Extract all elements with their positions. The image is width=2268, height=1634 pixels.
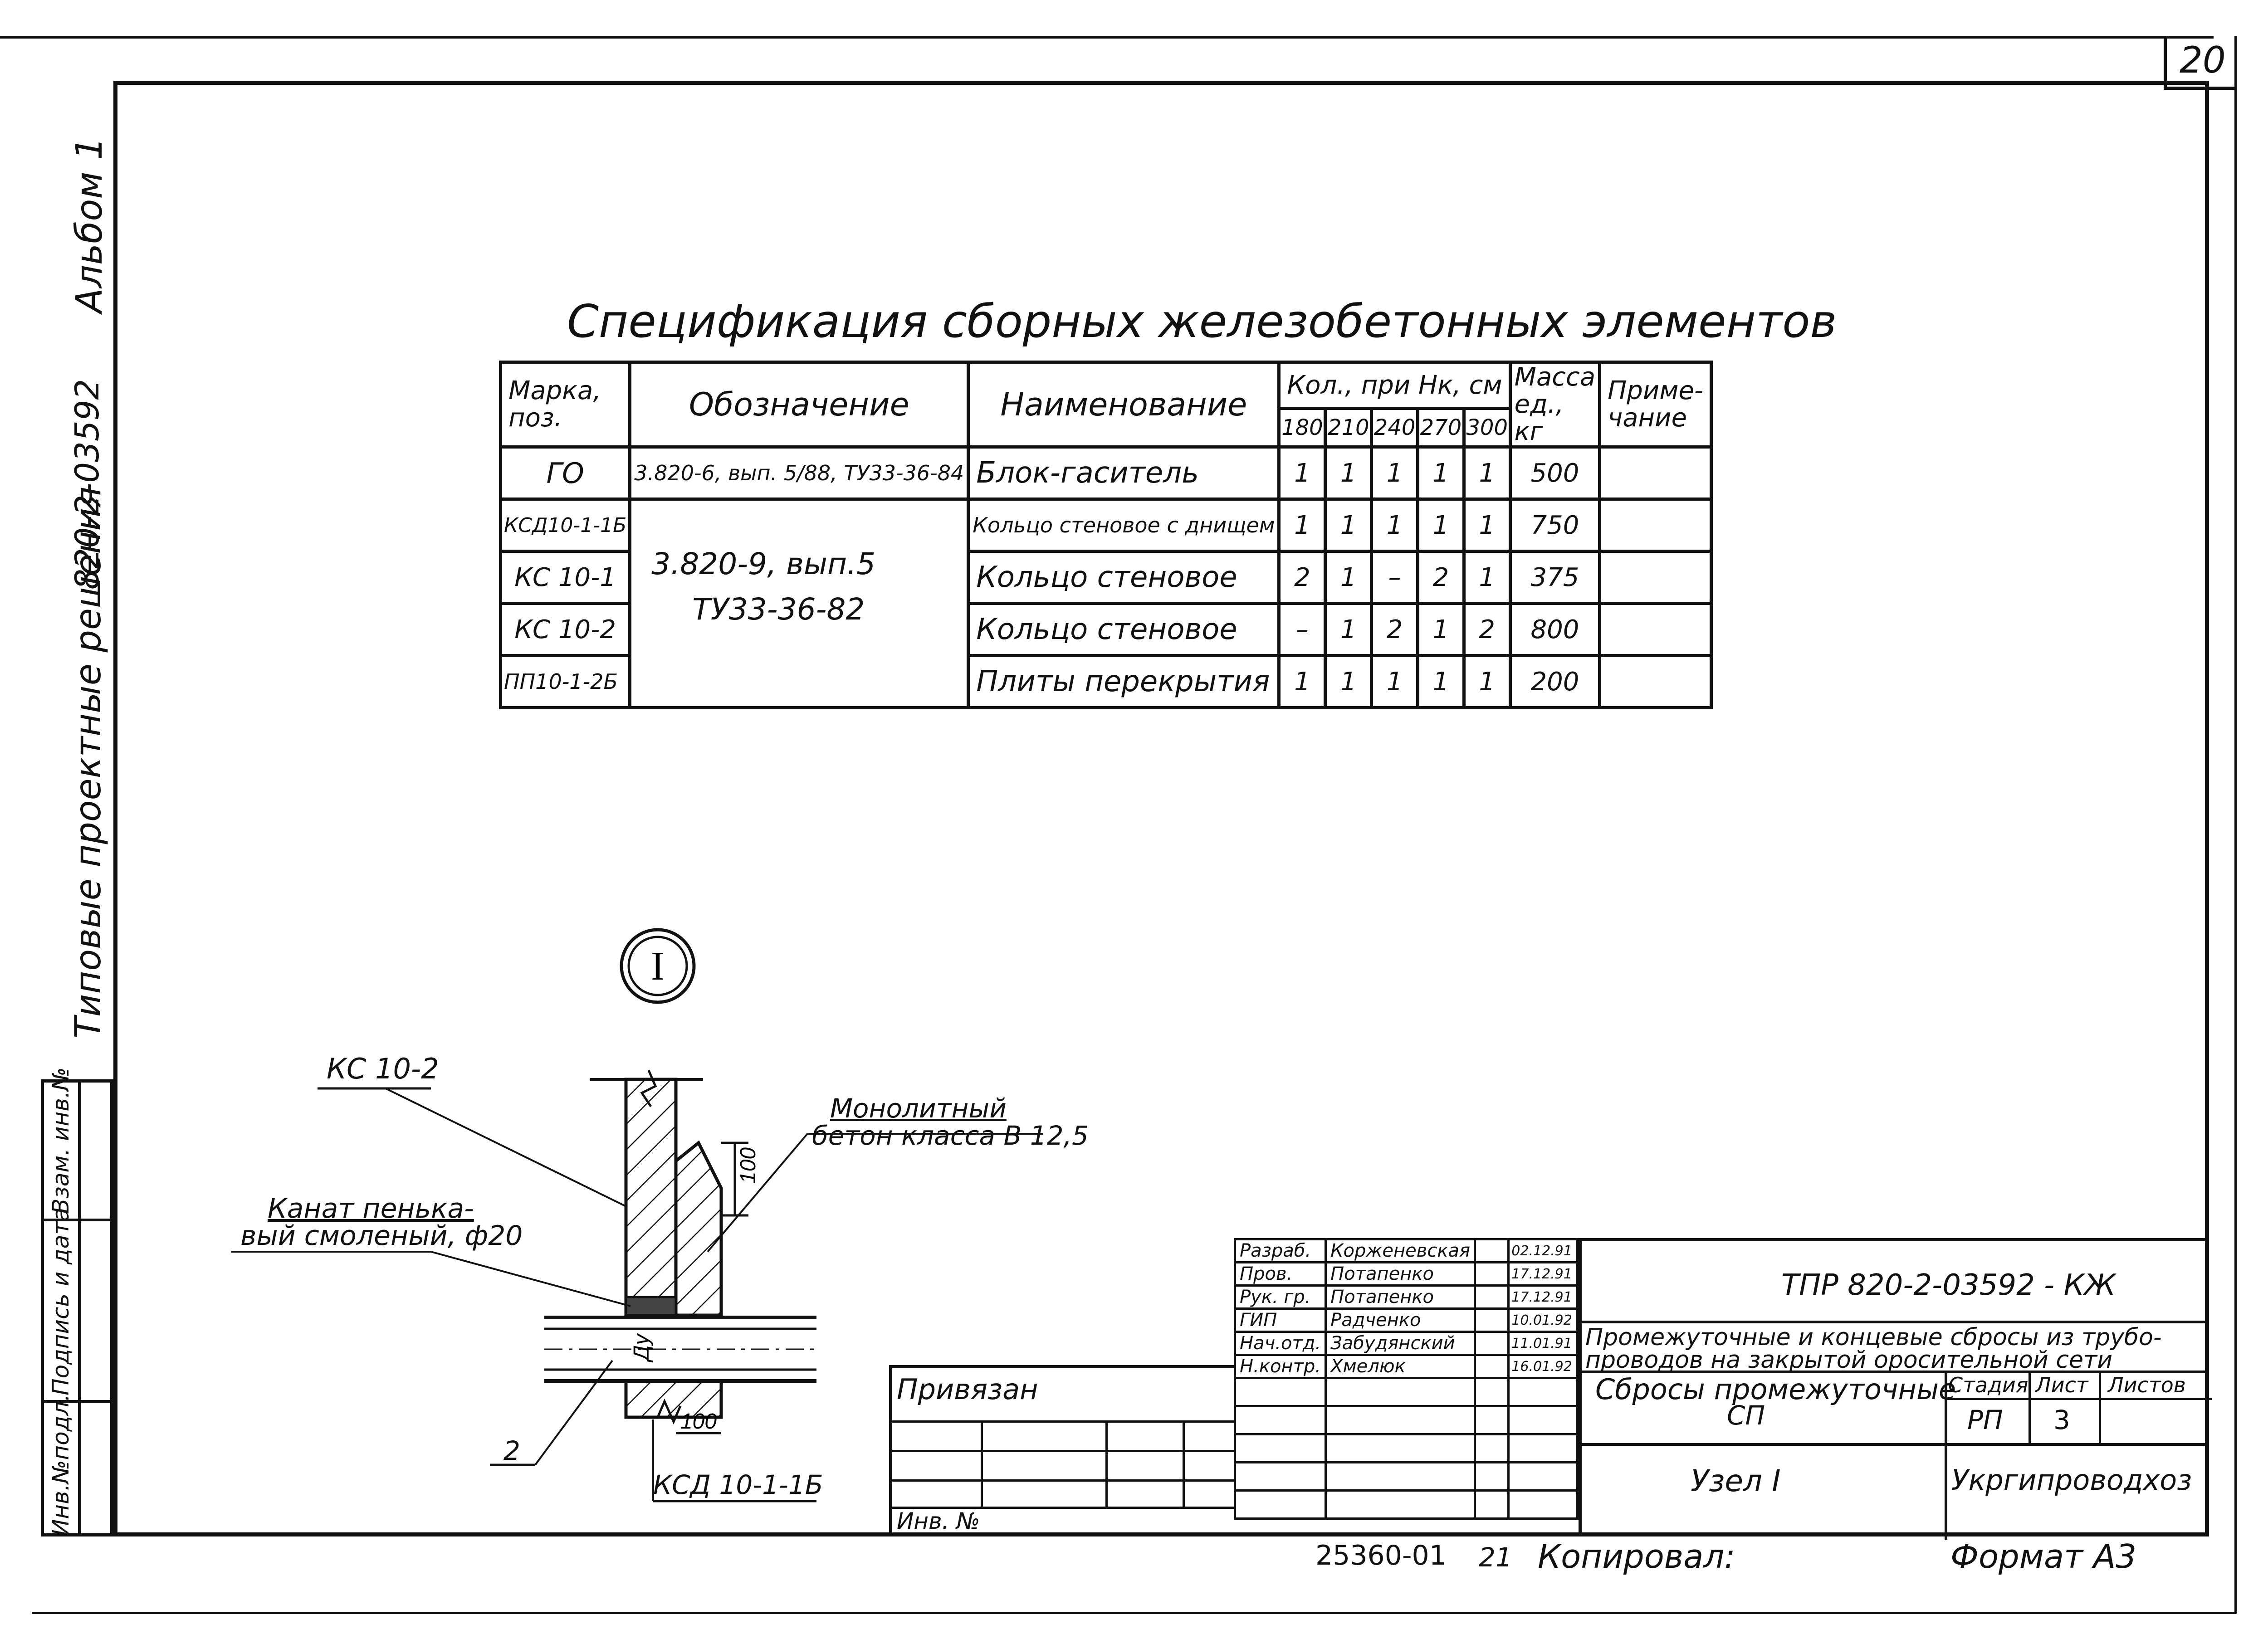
stage-header: Стадия [1948,1373,2028,1397]
table-row: ГО 3.820-6, вып. 5/88, ТУ33-36-84 Блок-г… [499,445,1713,501]
title-main: ТПР 820-2-03592 - КЖ Промежуточные и кон… [1579,1238,2212,1540]
label-monolith-2: бетон класса В 12,5 [812,1120,1089,1151]
merged-designation: 3.820-9, вып.5 ТУ33-36-82 [628,498,970,709]
side-series: Типовые проектные решения [68,487,109,1039]
dim-100-horizontal: 100 [676,1410,721,1434]
sheet-title-1: Сбросы промежуточные [1595,1373,1956,1406]
left-stamp: Инв.№подл. Подпись и дата Взам. инв.№ [41,1067,113,1536]
hdr-note: Приме- чание [1598,361,1713,449]
label-monolith-1: Монолитный [830,1093,1007,1124]
binding-block: Привязан Инв. № [889,1365,1234,1536]
dn-label: Ду [630,1333,654,1363]
hdr-name: Наименование [967,361,1281,449]
doc-code: ТПР 820-2-03592 - КЖ [1781,1268,2116,1302]
spec-table: Марка, поз. Обозначение Наименование Кол… [499,361,1713,709]
footer-copied: Копировал: [1538,1537,1735,1575]
table-row: КС 10-1 Кольцо стеновое 2 1 – 2 1 375 [499,550,1713,605]
dim-100-vertical: 100 [721,1141,760,1217]
node-detail-drawing: I 100 Ду 100 [231,928,1043,1502]
footer-code: 25360-01 [1315,1540,1447,1571]
project-line-1: Промежуточные и концевые сбросы из трубо… [1585,1324,2162,1351]
label-rope-2: вый смоленый, ф20 [240,1220,523,1252]
footer-format: Формат А3 [1950,1537,2137,1575]
org-name: Укргипроводхоз [1951,1463,2192,1497]
bottom-ring [624,1379,723,1425]
label-ksd: КСД 10-1-1Б [653,1469,823,1500]
inv-label: Инв. № [897,1508,980,1534]
side-album: Альбом 1 [68,137,110,313]
project-line-2: проводов на закрытой оросительной сети [1585,1346,2113,1374]
top-rule [0,36,2214,39]
hdr-mark: Марка, поз. [499,361,632,449]
table-row: ПП10-1-2Б Плиты перекрытия 1 1 1 1 1 200 [499,654,1713,709]
sheet-title-2: СП [1727,1400,1765,1431]
hdr-designation: Обозначение [628,361,970,449]
hdr-h300: 300 [1462,406,1512,449]
hdr-qty: Кол., при Нк, см [1277,361,1512,410]
sheets-header: Листов [2108,1373,2186,1397]
label-rope-1: Канат пенька- [268,1193,474,1224]
stamp-inv: Инв.№подл. [48,1394,74,1536]
sheet-value: 3 [2053,1405,2070,1435]
footer-num: 21 [1479,1542,1512,1573]
dim-100a: 100 [736,1147,760,1184]
page-number-box: 20 [2164,36,2234,90]
table-row: КСД10-1-1Б 3.820-9, вып.5 ТУ33-36-82 Кол… [499,498,1713,709]
node-marker: I [620,928,696,1004]
table-row: КС 10-2 Кольцо стеновое – 1 2 1 2 800 [499,602,1713,657]
spec-title: Спецификация сборных железобетонных элем… [567,295,1837,348]
page-number: 20 [2180,39,2226,81]
rope-packing [625,1296,677,1317]
hdr-h210: 210 [1324,406,1374,449]
sheet-header: Лист [2035,1373,2088,1397]
hdr-mass: Масса ед., кг [1508,361,1602,449]
label-kc: КС 10-2 [327,1052,439,1085]
node-marker-label: I [651,944,665,989]
bound-label: Привязан [897,1373,1038,1406]
right-rule [2234,36,2237,1614]
stage-value: РП [1967,1405,2003,1435]
hdr-h270: 270 [1416,406,1466,449]
stamp-replace: Взам. инв.№ [48,1067,74,1214]
dim-100b: 100 [680,1410,717,1434]
bottom-rule [32,1612,2236,1614]
stamp-sign: Подпись и дата [48,1207,74,1395]
monolith-concrete [674,1140,723,1317]
label-pos-2: 2 [503,1435,520,1466]
node-name: Узел I [1691,1463,1781,1498]
hdr-h180: 180 [1277,406,1327,449]
hdr-h240: 240 [1370,406,1419,449]
pipe: Ду [544,1316,816,1383]
